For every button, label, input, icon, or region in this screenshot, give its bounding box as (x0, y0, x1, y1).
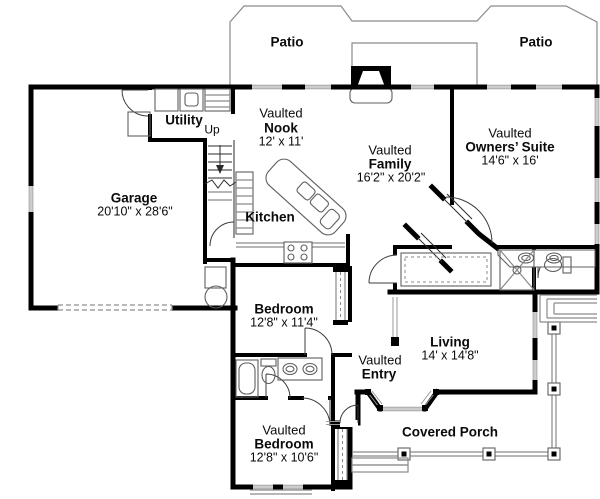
label-utility: Utility (165, 112, 203, 128)
label-living-name: Living (430, 334, 470, 350)
hall-bath-door (265, 373, 291, 399)
label-bedroom-rear-dims: 12'8" x 10'6" (249, 450, 319, 465)
staircase (204, 145, 237, 201)
washer (154, 88, 179, 112)
label-family-name: Family (368, 156, 412, 172)
label-family-prefix: Vaulted (368, 142, 412, 158)
porch-steps-southwest (351, 457, 409, 473)
label-bedroom-rear-prefix: Vaulted (262, 422, 306, 438)
walkin-closet (400, 252, 492, 287)
label-owners-dims: 14'6" x 16' (481, 153, 539, 168)
porch-posts (397, 321, 561, 461)
stove (283, 241, 313, 264)
under-stair-door (209, 221, 235, 247)
owners-bath-fixtures (497, 249, 596, 291)
patio-outline (229, 5, 598, 85)
label-kitchen: Kitchen (245, 209, 295, 225)
label-nook-dims: 12' x 11' (258, 134, 304, 149)
closets (335, 252, 492, 480)
utility-fixtures (127, 88, 231, 137)
utility-counter (204, 88, 231, 112)
owners-bath-door (416, 232, 447, 263)
hall-bath-fixtures (235, 357, 323, 398)
shower (499, 249, 535, 291)
label-living-dims: 14' x 14'8" (421, 348, 479, 363)
garage-door (57, 302, 173, 313)
garage-fixtures (204, 266, 228, 309)
label-nook-name: Nook (264, 120, 298, 136)
rear-bedroom-door (301, 397, 331, 427)
label-owners-name: Owners’ Suite (465, 139, 555, 155)
front-entry-door (326, 404, 359, 427)
windows (27, 83, 600, 491)
label-patio-left: Patio (270, 34, 304, 50)
pantry (235, 171, 254, 235)
water-heater (204, 285, 228, 309)
label-garage-name: Garage (110, 190, 158, 206)
rear-stoop (250, 489, 312, 495)
label-entry-name: Entry (361, 366, 397, 382)
bathtub (235, 359, 259, 398)
kitchen-island (265, 158, 347, 236)
toilet (543, 256, 572, 274)
label-covered-porch: Covered Porch (401, 424, 499, 440)
owners-suite-door (442, 193, 493, 244)
kitchen-fixtures (235, 158, 347, 264)
hearth (349, 87, 393, 104)
label-bedroom-front-dims: 12'8" x 11'4" (250, 315, 318, 330)
furnace (204, 266, 227, 289)
dryer (179, 88, 204, 112)
label-nook-prefix: Vaulted (259, 105, 303, 121)
label-entry-prefix: Vaulted (358, 352, 402, 368)
label-bedroom-rear-name: Bedroom (254, 436, 314, 452)
walkin-closet-door (368, 254, 398, 284)
vanity (277, 357, 323, 381)
label-bedroom-front-name: Bedroom (254, 301, 314, 317)
label-stairs-up: Up (204, 122, 220, 137)
toilet (260, 358, 277, 385)
porch-steps-northeast (539, 294, 597, 323)
label-garage-dims: 20'10" x 28'6" (97, 204, 173, 219)
utility-cabinet (127, 111, 151, 137)
label-family-dims: 16'2" x 20'2" (356, 170, 426, 185)
fireplace (349, 66, 393, 104)
porch-rail-south (352, 451, 556, 457)
utility-door (121, 89, 153, 117)
label-patio-right: Patio (519, 34, 553, 50)
front-bedroom-door (304, 327, 333, 356)
doors (121, 89, 565, 427)
covered-porch-structure (250, 294, 597, 495)
label-owners-prefix: Vaulted (488, 125, 532, 141)
